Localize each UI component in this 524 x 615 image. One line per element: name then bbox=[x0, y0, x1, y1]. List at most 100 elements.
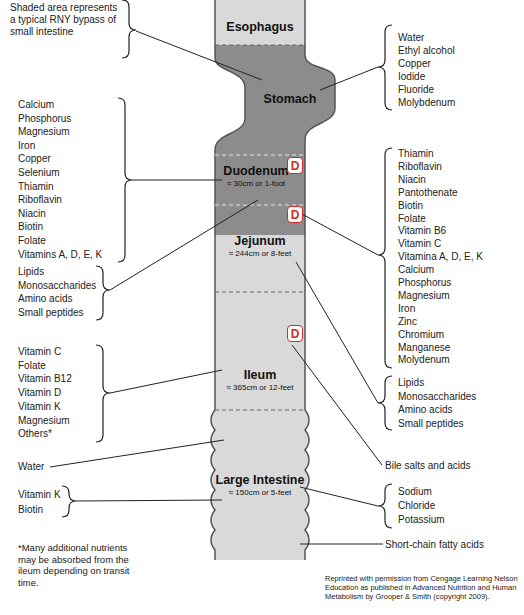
curly-brace bbox=[122, 0, 136, 58]
nutrient-item: Chromium bbox=[398, 329, 444, 342]
badge-letter: D bbox=[291, 327, 300, 341]
tract-section: Stomach bbox=[245, 58, 335, 140]
nutrient-item: Iron bbox=[18, 139, 35, 153]
nutrient-item: Selenium bbox=[18, 166, 60, 180]
nutrient-item: Small peptides bbox=[18, 306, 84, 320]
nutrient-item: Potassium bbox=[398, 513, 445, 527]
tube-outline bbox=[211, 0, 335, 560]
leader-line bbox=[110, 370, 222, 393]
badge-letter: D bbox=[291, 159, 300, 173]
nutrient-item: Water bbox=[398, 31, 424, 44]
section-name: Esophagus bbox=[226, 20, 293, 34]
nutrient-item: Niacin bbox=[18, 207, 46, 221]
divider-line bbox=[215, 45, 305, 46]
section-length: ≈ 365cm or 12-feet bbox=[226, 382, 293, 393]
nutrient-item: Phosphorus bbox=[398, 277, 451, 290]
nutrient-item: Vitamina A, D, E, K bbox=[398, 251, 483, 264]
nutrient-item: Fluoride bbox=[398, 83, 434, 96]
nutrient-item: Phosphorus bbox=[18, 112, 71, 126]
curly-brace bbox=[118, 98, 132, 262]
nutrient-item: Water bbox=[18, 460, 44, 473]
section-name: Ileum bbox=[244, 368, 277, 382]
tract-section: Duodenum≈ 30cm or 1-foot D bbox=[215, 155, 305, 205]
nutrient-item: Folate bbox=[18, 359, 46, 373]
curly-brace bbox=[378, 25, 392, 110]
nutrient-item: Thiamin bbox=[18, 180, 54, 194]
curly-brace bbox=[378, 148, 392, 368]
nutrient-item: Vitamin D bbox=[18, 386, 61, 400]
nutrient-item: Calcium bbox=[398, 264, 434, 277]
nutrient-item: Manganese bbox=[398, 342, 450, 355]
leader-line bbox=[300, 544, 383, 545]
divider-line bbox=[215, 155, 305, 156]
bypass-note: Shaded area represents a typical RNY byp… bbox=[10, 2, 122, 38]
large-intestine-fill bbox=[211, 410, 309, 560]
leader-line bbox=[300, 487, 378, 506]
nutrient-item: Lipids bbox=[18, 265, 44, 279]
tract-section: Large Intestine≈ 150cm or 5-feet bbox=[215, 410, 305, 560]
nutrient-item: Ethyl alcohol bbox=[398, 44, 455, 57]
section-length: ≈ 150cm or 5-feet bbox=[229, 487, 292, 498]
tract-section: Ileum≈ 365cm or 12-feet D bbox=[215, 292, 305, 410]
nutrient-item: Others* bbox=[18, 427, 52, 441]
nutrient-item: Molybdenum bbox=[398, 96, 455, 109]
nutrient-item: Pantothenate bbox=[398, 187, 458, 200]
nutrient-item: Folate bbox=[18, 234, 46, 248]
section-name: Jejunum bbox=[234, 234, 285, 248]
nutrient-item: Magnesium bbox=[18, 414, 70, 428]
colon-left-wall bbox=[211, 410, 215, 560]
tube-right-wall bbox=[305, 0, 335, 410]
nutrient-item: Biotin bbox=[398, 200, 423, 213]
nutrient-item: Iron bbox=[398, 303, 415, 316]
nutrient-item: Biotin bbox=[18, 502, 43, 517]
nutrient-item: Monosaccharides bbox=[18, 279, 96, 293]
tract-section: Esophagus bbox=[215, 0, 305, 45]
nutrient-item: Sodium bbox=[398, 485, 432, 499]
leader-line bbox=[132, 180, 222, 181]
nutrient-item: Small peptides bbox=[398, 417, 464, 431]
nutrient-item: Thiamin bbox=[398, 148, 434, 161]
nutrient-item: Biotin bbox=[18, 220, 43, 234]
nutrient-item: Short-chain fatty acids bbox=[385, 538, 484, 551]
curly-brace bbox=[378, 376, 392, 430]
nutrient-item: Magnesium bbox=[18, 125, 70, 139]
section-name: Duodenum bbox=[223, 164, 288, 178]
colon-right-wall bbox=[305, 410, 309, 560]
section-length: ≈ 244cm or 8-feet bbox=[229, 248, 292, 259]
brackets bbox=[62, 0, 392, 528]
tract-section: Jejunum≈ 244cm or 8-feet D bbox=[215, 205, 305, 292]
esophagus-fill bbox=[215, 0, 305, 45]
nutrient-item: Vitamins A, D, E, K bbox=[18, 248, 102, 262]
divider-line bbox=[215, 292, 305, 293]
nutrient-item: Zinc bbox=[398, 316, 417, 329]
d-badge: D bbox=[287, 325, 303, 342]
leader-line bbox=[300, 213, 378, 255]
nutrient-item: Magnesium bbox=[398, 290, 450, 303]
divider-line bbox=[215, 410, 305, 411]
curly-brace bbox=[96, 266, 110, 320]
badge-letter: D bbox=[291, 208, 300, 222]
leader-line bbox=[292, 345, 382, 465]
nutrient-item: Riboflavin bbox=[18, 193, 62, 207]
nutrient-item: Lipids bbox=[398, 376, 424, 390]
section-length: ≈ 30cm or 1-foot bbox=[227, 178, 285, 189]
leader-line bbox=[50, 440, 224, 467]
nutrient-item: Vitamin C bbox=[398, 238, 441, 251]
nutrient-item: Bile salts and acids bbox=[385, 459, 471, 472]
leader-line bbox=[296, 262, 378, 403]
section-name: Stomach bbox=[264, 92, 317, 106]
nutrient-item: Amino acids bbox=[398, 403, 452, 417]
nutrient-item: Iodide bbox=[398, 70, 425, 83]
d-badge: D bbox=[287, 157, 303, 174]
footnote: *Many additional nutrients may be absorb… bbox=[18, 542, 138, 588]
nutrient-item: Riboflavin bbox=[398, 161, 442, 174]
d-badge: D bbox=[287, 206, 303, 223]
nutrient-item: Calcium bbox=[18, 98, 54, 112]
leader-line bbox=[136, 31, 262, 80]
nutrient-item: Monosaccharides bbox=[398, 390, 476, 404]
curly-brace bbox=[378, 484, 392, 528]
credit-note: Reprinted with permission from Cengage L… bbox=[325, 574, 520, 601]
nutrient-item: Copper bbox=[398, 57, 431, 70]
section-name: Large Intestine bbox=[216, 473, 305, 487]
nutrient-item: Copper bbox=[18, 152, 51, 166]
